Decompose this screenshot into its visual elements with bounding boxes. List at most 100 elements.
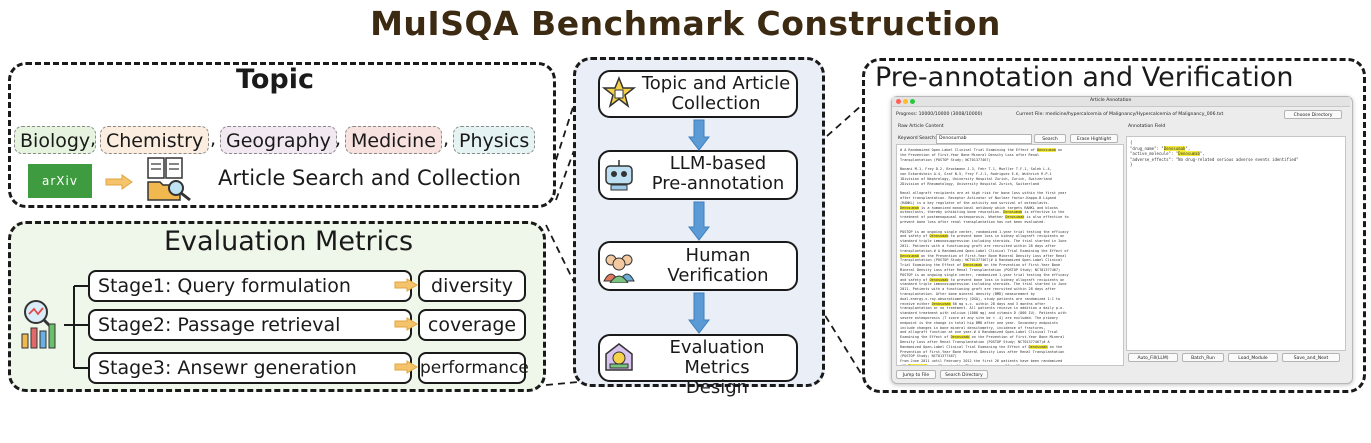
connector-line [545, 379, 601, 386]
text-line: Trial Examining the Effect of Denosumab … [900, 263, 1061, 268]
text-line: transplantation.# A Randomized Open-Labe… [900, 248, 1069, 253]
metrics-heading: Evaluation Metrics [164, 226, 414, 257]
progress-text: Progress: 10000/10000 (3008/10000) [896, 112, 983, 117]
keyword-search-input[interactable]: Denosumab [936, 134, 1032, 144]
annotation-heading: Pre-annotation and Verification [875, 62, 1294, 93]
metric-coverage: coverage [418, 309, 526, 341]
article-search-caption: Article Search and Collection [218, 166, 521, 190]
annotation-field-textarea[interactable]: { "drug_name": "Denosumab", "active_mole… [1126, 136, 1346, 351]
step2-label-line2: Pre-annotation [651, 173, 785, 194]
text-line: From June 2011 until February 2012 the f… [900, 359, 1063, 364]
text-line: POSTOP is an ongoing single center, rand… [900, 229, 1069, 234]
step1-label-line2: Collection [671, 93, 761, 114]
text-line: { [1130, 140, 1133, 145]
text-line: transplantation. After bone mineral dens… [900, 292, 1035, 296]
text-line: and allograft function at one year.# A R… [900, 330, 1059, 335]
text-line: Mineral Density Loss after Renal Transpl… [900, 268, 1061, 272]
separator: , [335, 128, 342, 150]
text-line: Prevention of First-Year Bone Mineral De… [900, 349, 1065, 354]
save-and-next-button[interactable]: Save_and_Next [1282, 353, 1340, 362]
text-line: (13 Denosumab vs. 13 control). Their mea… [900, 364, 1033, 366]
arrow-down-icon [688, 292, 710, 334]
text-line: 2011. Patients with a functioning graft … [900, 287, 1056, 292]
maximize-window-icon[interactable] [910, 99, 915, 104]
text-line: 2Division of Rheumatology, University Ho… [900, 181, 1040, 186]
text-line: "active_molecule": "Denosumab", [1130, 151, 1205, 156]
step3-label-line2: Verification [667, 265, 769, 286]
people-group-icon [603, 254, 635, 283]
keyword-search-value: Denosumab [939, 136, 967, 141]
stage3-box: Stage3: Ansewr generation [88, 352, 412, 384]
metrics-design-icon [605, 343, 633, 371]
load-module-button[interactable]: Load_Module [1228, 353, 1278, 362]
jump-to-file-button[interactable]: Jump to File [896, 370, 936, 379]
topic-tag-physics: Physics [453, 126, 536, 154]
robot-icon [605, 160, 633, 191]
text-line: Density Loss after Renal Transplantation… [900, 340, 1050, 344]
analytics-chart-icon [21, 300, 56, 349]
text-line: Bonani M.1, Frey D.2, Brockmann J.3, Feh… [900, 167, 1052, 172]
text-line: von Eckardstein A.4, Graf N.5, Frey F.J.… [900, 172, 1052, 176]
arrow-down-icon [688, 119, 710, 151]
topic-tag-geography: Geography [220, 126, 337, 154]
stage-bracket [64, 285, 90, 369]
batch-run-button[interactable]: Batch_Run [1182, 353, 1224, 362]
minimize-window-icon[interactable] [903, 99, 908, 104]
arrow-right-icon [105, 174, 133, 190]
raw-article-textarea[interactable]: # A Randomized Open-Label Clinical Trial… [896, 144, 1124, 366]
annotation-field-header: Annotation Field [1128, 124, 1166, 129]
text-line: Randomized Open-Label Clinical Trial Exa… [900, 344, 1063, 349]
step4-label-line2: Design [685, 377, 749, 398]
text-line: standard treatment with calcium (1000 mg… [900, 311, 1067, 316]
step-topic-article-collection [598, 70, 798, 118]
text-line: standard triple immunosuppression includ… [900, 239, 1067, 244]
arxiv-logo: arXiv [28, 164, 92, 198]
text-line: standard triple immunosuppression includ… [900, 282, 1067, 287]
metric-diversity: diversity [418, 270, 526, 302]
close-window-icon[interactable] [896, 99, 901, 104]
text-line: 1Division of Nephrology, University Hosp… [900, 176, 1052, 181]
search-directory-button[interactable]: Search Directory [940, 370, 988, 379]
text-line: "drug_name": "Denosumab", [1130, 145, 1191, 151]
metric-performance: performance [418, 352, 529, 384]
raw-content-header: Raw Article Content [898, 124, 944, 129]
text-line: dual-energy-x-ray-absorptiometry (DXA), … [900, 296, 1061, 301]
separator: , [90, 128, 97, 150]
text-line: after transplantation. Receptor Activato… [900, 196, 1056, 200]
step1-label: Topic and Article Collection [636, 74, 796, 114]
text-line: Renal allograft recipients are at high r… [900, 191, 1067, 196]
text-line: receive either Denosumab 60 mg s.c. with… [900, 301, 1046, 306]
arrow-right-icon [394, 278, 418, 292]
current-file-text: Current File: medicine/hypercalcemia of … [1016, 112, 1224, 117]
text-line: endpoint is the change in total hip BMD … [900, 320, 1059, 325]
step2-label-line1: LLM-based [669, 153, 767, 174]
step1-label-line1: Topic and Article [641, 73, 791, 94]
text-line: severe osteoporosis (T score at any site… [900, 316, 1059, 320]
window-titlebar [892, 97, 1350, 107]
topic-tag-medicine: Medicine [345, 126, 442, 154]
search-button[interactable]: Search [1034, 134, 1066, 143]
step-human-verification [598, 241, 798, 291]
step3-label-line1: Human [685, 245, 751, 266]
topic-tag-biology: Biology [14, 126, 97, 154]
text-line: the Prevention of First-Year Bone Minera… [900, 152, 1040, 157]
topic-tag-chemistry: Chemistry [100, 126, 210, 154]
topic-heading: Topic [236, 64, 314, 95]
text-line: Denosumab on the Prevention of First-Yea… [900, 253, 1067, 258]
text-line: Examining the Effect of Denosumab on the… [900, 335, 1065, 340]
auto-fill-llm-button[interactable]: Auto_Fill(LLM) [1128, 353, 1178, 362]
keyword-search-label: Keyword Search: [898, 136, 937, 141]
text-line: Denosumab is a humanized monoclonal anti… [900, 205, 1059, 210]
choose-directory-button[interactable]: Choose Directory [1284, 110, 1342, 119]
erase-highlight-button[interactable]: Erase Highlight [1070, 134, 1118, 143]
stage2-box: Stage2: Passage retrieval [88, 309, 412, 341]
star-idea-icon [602, 76, 636, 108]
step-llm-pre-annotation [598, 150, 798, 200]
text-line: (RANKL) is a key regulator of the activi… [900, 200, 1050, 205]
text-line: prevent bone loss after renal transplant… [900, 220, 1046, 224]
text-line: } [1130, 162, 1133, 167]
text-line: and safety of Denosumab to prevent bone … [900, 277, 1065, 282]
arrow-right-icon [394, 360, 418, 374]
connector-line [555, 119, 586, 201]
text-line: include changes in bone mineral densitom… [900, 325, 1046, 330]
